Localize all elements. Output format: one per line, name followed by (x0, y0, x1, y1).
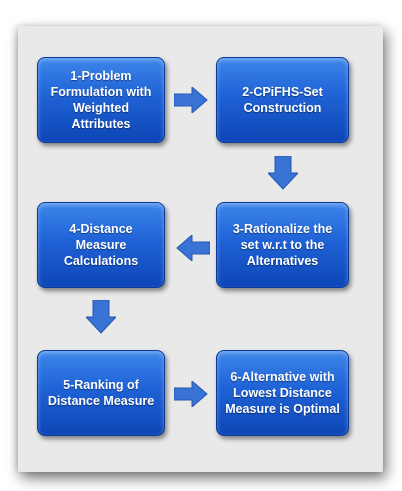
arrow-down-icon (268, 156, 298, 190)
step-1-label: 1-Problem Formulation with Weighted Attr… (50, 69, 152, 131)
step-2-box: 2-CPiFHS-Set Construction (216, 57, 349, 143)
step-5-label: 5-Ranking of Distance Measure (47, 378, 155, 408)
step-3-box: 3-Rationalize the set w.r.t to the Alter… (216, 202, 349, 288)
step-6-box: 6-Alternative with Lowest Distance Measu… (216, 350, 349, 436)
step-6-label: 6-Alternative with Lowest Distance Measu… (225, 370, 340, 416)
step-4-box: 4-Distance Measure Calculations (37, 202, 165, 288)
step-1-box: 1-Problem Formulation with Weighted Attr… (37, 57, 165, 143)
step-5-box: 5-Ranking of Distance Measure (37, 350, 165, 436)
arrow-right-icon (174, 87, 208, 113)
arrow-right-icon (174, 381, 208, 407)
arrow-left-icon (176, 235, 210, 261)
step-4-label: 4-Distance Measure Calculations (63, 222, 139, 268)
step-3-label: 3-Rationalize the set w.r.t to the Alter… (232, 222, 333, 268)
step-2-label: 2-CPiFHS-Set Construction (242, 85, 323, 115)
arrow-down-icon (86, 300, 116, 334)
